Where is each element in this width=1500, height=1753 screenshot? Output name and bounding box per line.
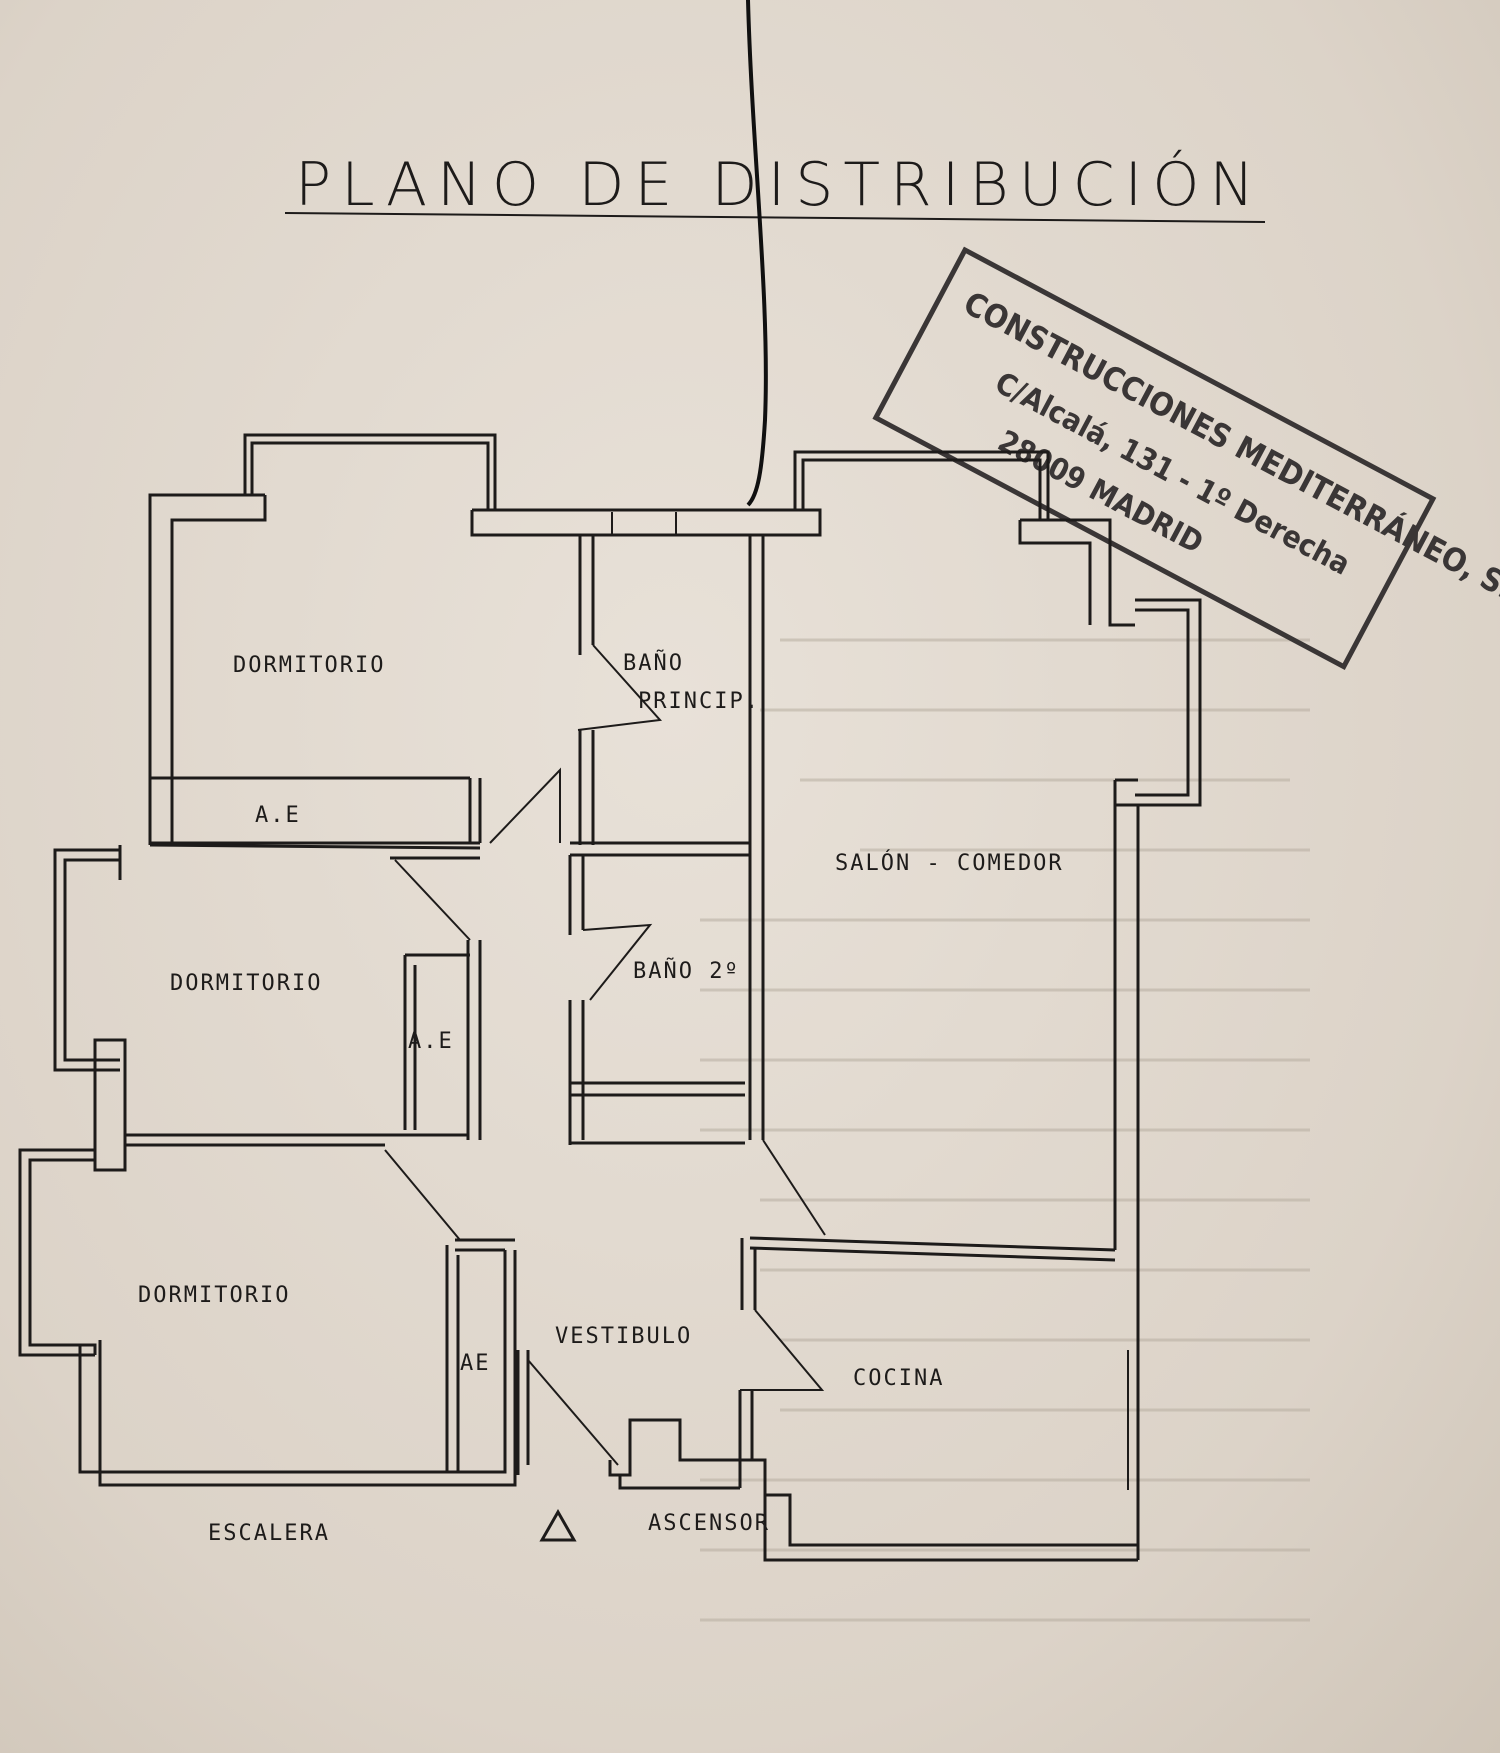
label-dormitorio-3: DORMITORIO [138, 1283, 290, 1308]
label-escalera: ESCALERA [208, 1521, 330, 1546]
label-ae-3: AE [460, 1351, 491, 1376]
label-ae-1: A.E [255, 803, 301, 828]
label-vestibulo: VESTIBULO [555, 1324, 692, 1349]
page-title: PLANO DE DISTRIBUCIÓN [295, 149, 1264, 220]
label-bano-2: BAÑO 2º [633, 957, 740, 984]
label-dormitorio-2: DORMITORIO [170, 971, 322, 996]
label-bano-principal-1: BAÑO [623, 649, 684, 676]
pen-stroke [746, 0, 768, 507]
bay-window-top-left [243, 433, 497, 510]
label-cocina: COCINA [853, 1366, 944, 1391]
room-labels: DORMITORIO BAÑO PRINCIP. A.E SALÓN - COM… [138, 649, 1064, 1546]
label-ascensor: ASCENSOR [648, 1511, 770, 1536]
walls [18, 433, 1202, 1562]
label-bano-principal-2: PRINCIP. [638, 689, 760, 714]
title-underline [284, 212, 1266, 223]
entrance-triangle-icon [539, 1508, 577, 1542]
label-dormitorio-1: DORMITORIO [233, 653, 385, 678]
label-salon-comedor: SALÓN - COMEDOR [835, 850, 1064, 876]
bleed-through-lines [700, 638, 1310, 1622]
label-ae-2: A.E [408, 1029, 454, 1054]
